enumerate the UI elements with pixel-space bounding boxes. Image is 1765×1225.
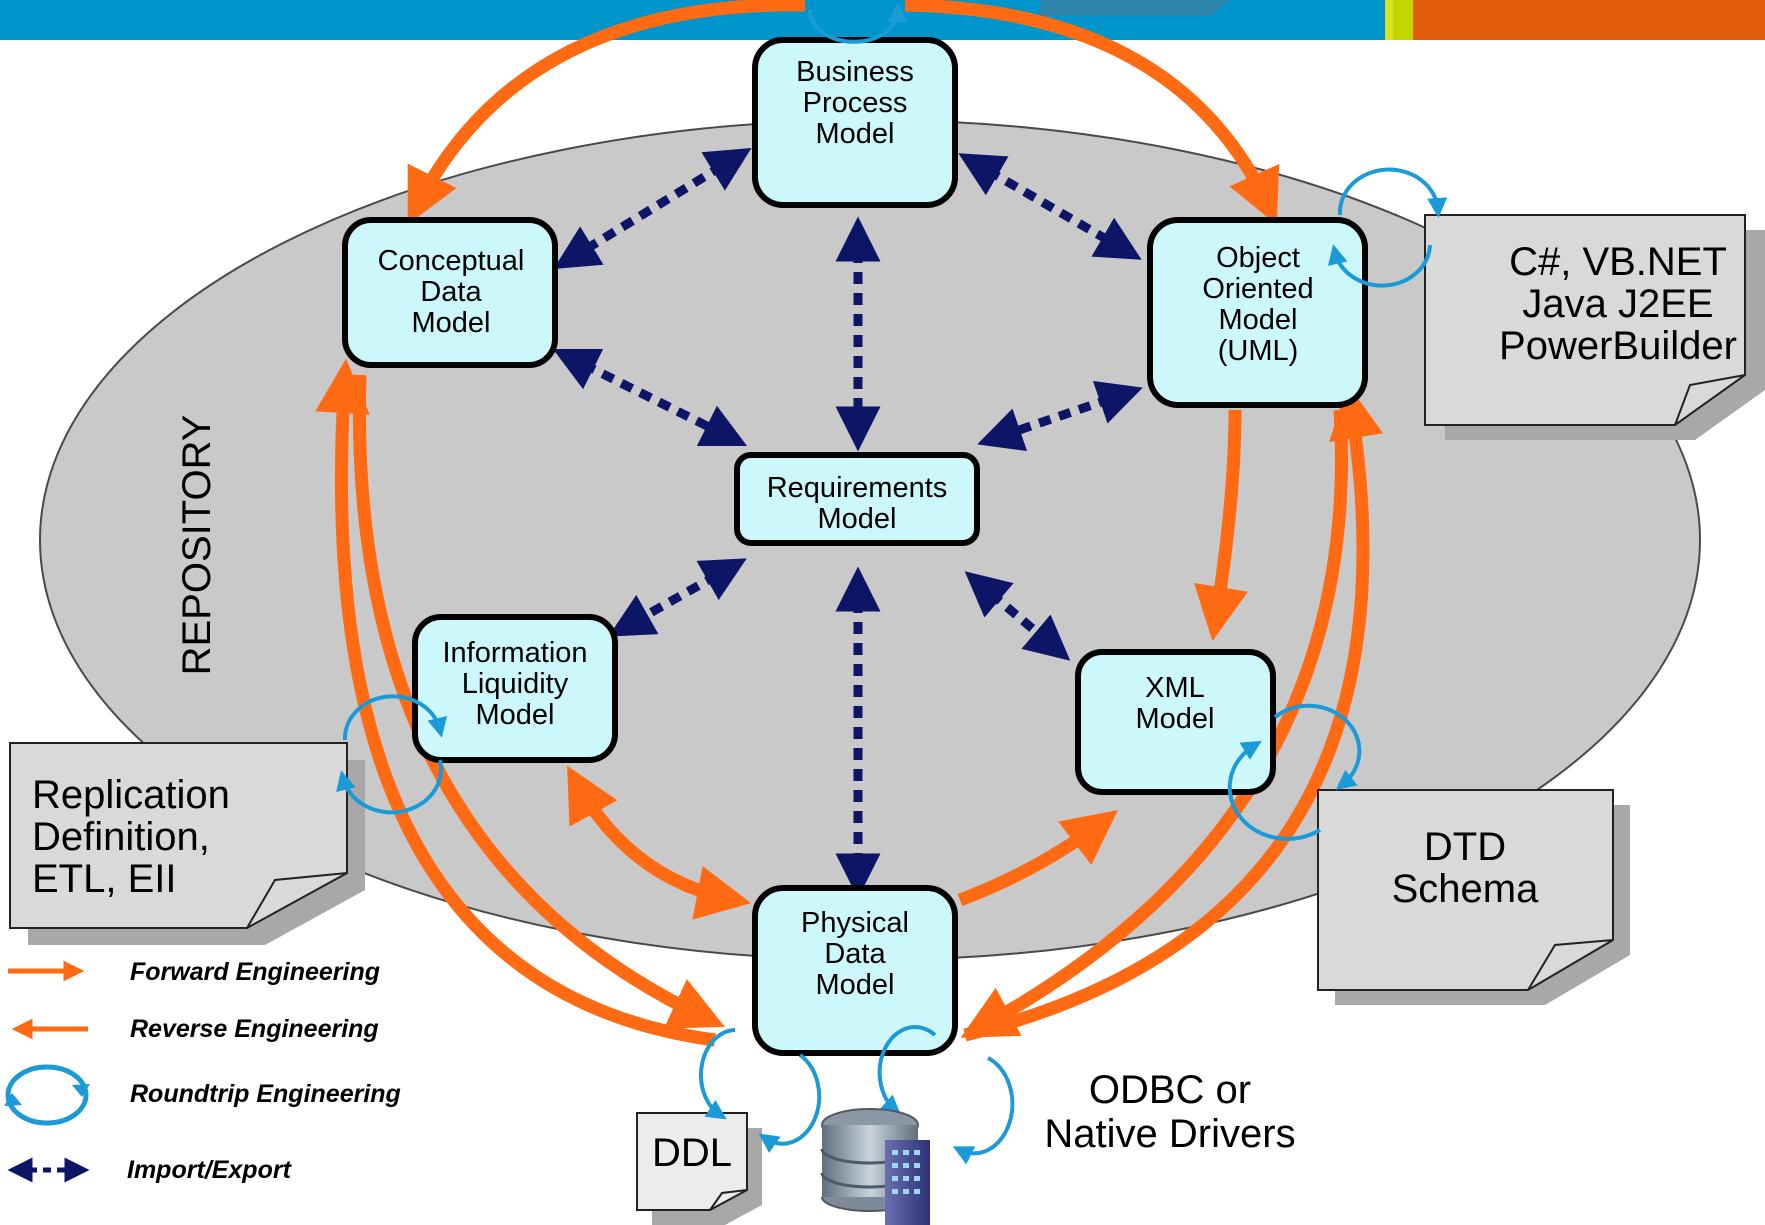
svg-text:Data: Data [420, 276, 482, 308]
svg-text:DDL: DDL [652, 1131, 732, 1175]
xml-model-node[interactable]: XML Model [1075, 649, 1276, 795]
legend: Forward Engineering Reverse Engineering … [4, 958, 401, 1184]
business-process-model-node[interactable]: Business Process Model [752, 37, 958, 208]
svg-text:Java J2EE: Java J2EE [1522, 282, 1713, 326]
svg-text:Reverse Engineering: Reverse Engineering [130, 1015, 379, 1043]
svg-text:ETL, EII: ETL, EII [32, 857, 177, 901]
svg-text:Model: Model [818, 503, 897, 535]
svg-text:Schema: Schema [1392, 867, 1539, 911]
object-oriented-model-node[interactable]: Object Oriented Model (UML) [1147, 217, 1368, 408]
repository-label: REPOSITORY [175, 415, 219, 676]
drivers-label-line1: ODBC or [1089, 1068, 1251, 1112]
svg-text:Information: Information [442, 637, 587, 669]
svg-text:Liquidity: Liquidity [462, 668, 569, 700]
legend-import-export: Import/Export [7, 1156, 293, 1184]
svg-text:Model: Model [412, 307, 491, 339]
database-server-icon [820, 1108, 930, 1225]
svg-text:PowerBuilder: PowerBuilder [1499, 324, 1737, 368]
roundtrip-icon [1227, 703, 1362, 841]
legend-reverse: Reverse Engineering [11, 1015, 379, 1043]
svg-text:DTD: DTD [1424, 825, 1506, 869]
svg-text:Data: Data [824, 938, 886, 970]
svg-text:XML: XML [1145, 672, 1205, 704]
import-export-arrows [552, 147, 1143, 899]
svg-text:(UML): (UML) [1218, 335, 1299, 367]
svg-text:Model: Model [1136, 703, 1215, 735]
ddl-document: DDL [636, 1112, 762, 1225]
legend-forward: Forward Engineering [8, 958, 380, 986]
svg-text:Requirements: Requirements [767, 472, 948, 504]
svg-text:Model: Model [1219, 304, 1298, 336]
roundtrip-icon [1328, 167, 1448, 288]
replication-document: Replication Definition, ETL, EII [9, 742, 365, 945]
legend-roundtrip: Roundtrip Engineering [4, 1064, 401, 1126]
roundtrip-icon [877, 1025, 1015, 1165]
physical-data-model-node[interactable]: Physical Data Model [752, 885, 958, 1056]
svg-text:C#, VB.NET: C#, VB.NET [1509, 240, 1727, 284]
svg-text:Physical: Physical [801, 907, 909, 939]
dtd-schema-document: DTD Schema [1317, 789, 1630, 1005]
svg-text:Import/Export: Import/Export [127, 1156, 293, 1184]
conceptual-data-model-node[interactable]: Conceptual Data Model [342, 217, 558, 368]
roundtrip-icons [336, 2, 1448, 1165]
svg-text:Replication: Replication [32, 773, 230, 817]
svg-text:Model: Model [816, 969, 895, 1001]
svg-text:Business: Business [796, 56, 914, 88]
svg-text:Object: Object [1216, 242, 1300, 274]
svg-text:Process: Process [803, 87, 908, 119]
languages-document: C#, VB.NET Java J2EE PowerBuilder [1424, 214, 1765, 440]
svg-text:Roundtrip Engineering: Roundtrip Engineering [130, 1080, 401, 1108]
roundtrip-icon [336, 694, 447, 815]
information-liquidity-model-node[interactable]: Information Liquidity Model [412, 614, 618, 763]
svg-text:Model: Model [476, 699, 555, 731]
roundtrip-icon [699, 1028, 822, 1154]
svg-text:Conceptual: Conceptual [378, 245, 525, 277]
svg-text:Definition,: Definition, [32, 815, 210, 859]
drivers-label-line2: Native Drivers [1044, 1112, 1295, 1156]
svg-text:Model: Model [816, 118, 895, 150]
roundtrip-icon [808, 2, 908, 44]
requirements-model-node[interactable]: Requirements Model [734, 452, 980, 546]
svg-text:Forward Engineering: Forward Engineering [130, 958, 380, 986]
svg-text:Oriented: Oriented [1202, 273, 1313, 305]
